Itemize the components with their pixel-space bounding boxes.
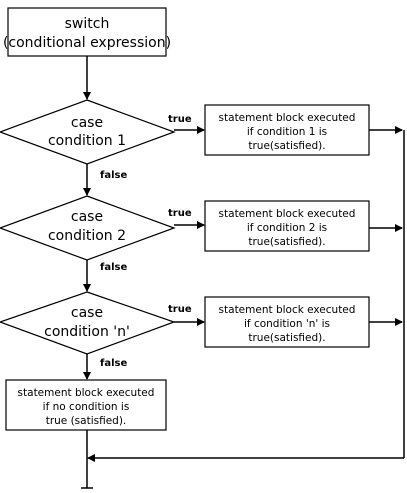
statement-n-line2: if condition 'n' is <box>244 318 330 330</box>
true-label-2: true <box>168 208 192 219</box>
decision-1-line2: condition 1 <box>48 133 126 149</box>
statement-1-line2: if condition 1 is <box>247 126 327 138</box>
default-line2: if no condition is <box>43 401 130 413</box>
switch-box: switch (conditional expression) <box>3 7 171 57</box>
decision-2-line1: case <box>71 209 103 225</box>
statement-n-line3: true(satisfied). <box>248 332 325 344</box>
true-label-n: true <box>168 304 192 315</box>
switch-box-line2: (conditional expression) <box>3 35 171 51</box>
decision-n-line1: case <box>71 305 103 321</box>
decision-case-2: case condition 2 <box>0 195 176 261</box>
statement-2-line1: statement block executed <box>219 208 356 220</box>
statement-box-2: statement block executed if condition 2 … <box>204 200 370 252</box>
statement-box-n: statement block executed if condition 'n… <box>204 296 370 348</box>
decision-case-n: case condition 'n' <box>0 291 176 355</box>
default-line3: true (satisfied). <box>46 415 127 427</box>
statement-box-1: statement block executed if condition 1 … <box>204 104 370 156</box>
statement-2-line2: if condition 2 is <box>247 222 327 234</box>
statement-1-line3: true(satisfied). <box>248 140 325 152</box>
decision-n-line2: condition 'n' <box>44 324 130 340</box>
switch-box-line1: switch <box>65 16 110 32</box>
default-statement-box: statement block executed if no condition… <box>5 379 167 431</box>
false-label-1: false <box>100 170 127 181</box>
true-label-1: true <box>168 114 192 125</box>
statement-n-line1: statement block executed <box>219 304 356 316</box>
decision-1-line1: case <box>71 115 103 131</box>
false-label-2: false <box>100 262 127 273</box>
false-label-n: false <box>100 358 127 369</box>
statement-2-line3: true(satisfied). <box>248 236 325 248</box>
statement-1-line1: statement block executed <box>219 112 356 124</box>
default-line1: statement block executed <box>18 387 155 399</box>
decision-2-line2: condition 2 <box>48 228 126 244</box>
decision-case-1: case condition 1 <box>0 99 176 165</box>
